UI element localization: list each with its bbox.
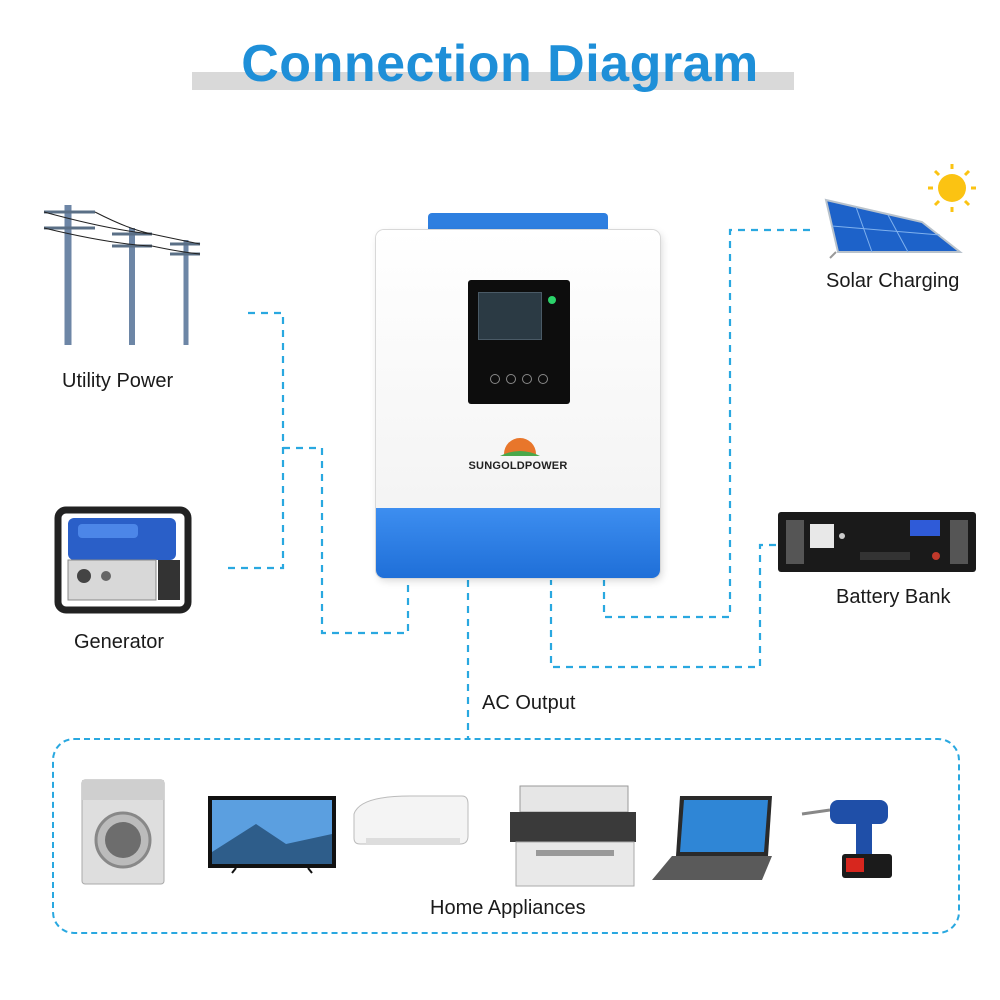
battery-bank-icon xyxy=(778,512,976,572)
generator-icon xyxy=(54,506,192,614)
solar-panel-icon xyxy=(824,164,976,259)
lcd-screen xyxy=(478,292,542,340)
wire-generator xyxy=(228,448,285,570)
solar-charging-label: Solar Charging xyxy=(826,270,960,292)
generator-label: Generator xyxy=(74,631,165,653)
sun-icon xyxy=(928,164,976,212)
utility-pole-icon xyxy=(43,205,201,345)
brand-logo-icon xyxy=(500,438,540,456)
battery-bank-label: Battery Bank xyxy=(836,586,951,608)
washing-machine-icon xyxy=(81,779,165,885)
utility-power-label: Utility Power xyxy=(62,370,174,392)
status-led-icon xyxy=(548,296,556,304)
inverter-buttons xyxy=(490,374,550,384)
page-title: Connection Diagram xyxy=(241,35,759,93)
home-appliances-box xyxy=(52,738,960,934)
inverter-base xyxy=(376,508,660,578)
wire-solar xyxy=(602,228,810,619)
laptop-icon xyxy=(652,796,772,880)
ac-output-label: AC Output xyxy=(482,692,576,714)
drill-icon xyxy=(801,800,892,878)
wire-grid-to-inverter xyxy=(283,446,410,635)
title-underline xyxy=(192,72,794,90)
tv-icon xyxy=(208,796,336,874)
inverter-display xyxy=(468,280,570,404)
home-appliances-label: Home Appliances xyxy=(430,897,586,919)
printer-icon xyxy=(510,785,636,887)
inverter: SUNGOLDPOWER xyxy=(376,230,660,578)
inverter-brand: SUNGOLDPOWER xyxy=(468,460,568,472)
wire-utility xyxy=(248,311,285,448)
air-conditioner-icon xyxy=(353,795,469,845)
inverter-mount-bracket xyxy=(428,213,608,235)
